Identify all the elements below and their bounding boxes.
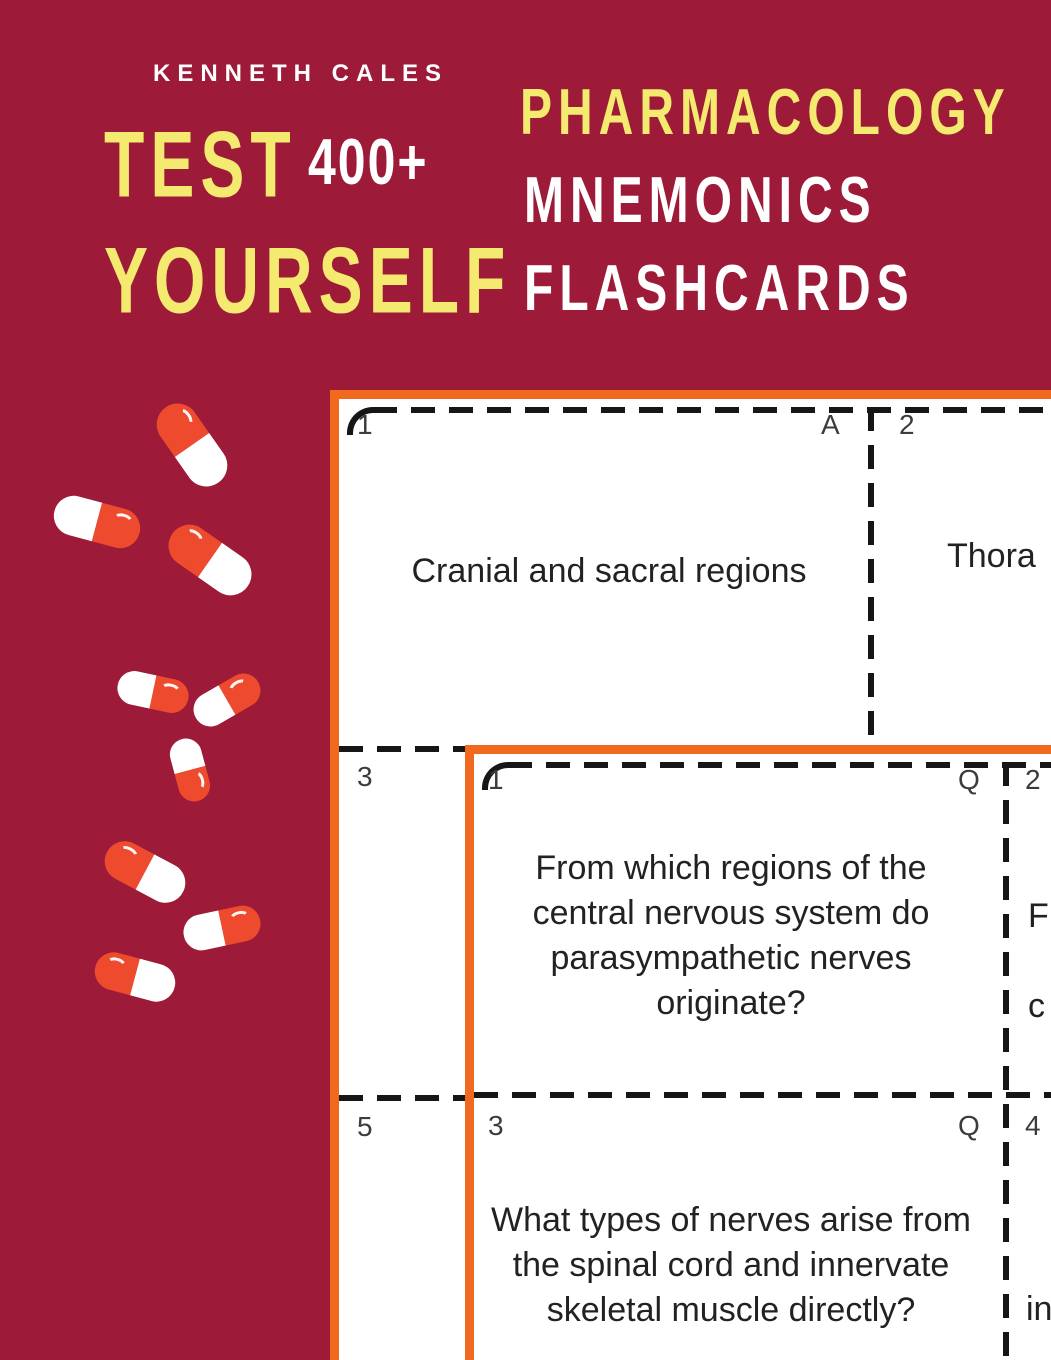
flashcard-question-text: From which regions of the central nervou… <box>532 849 930 1022</box>
subtitle-pharmacology: PHARMACOLOGY <box>520 77 1011 149</box>
flashcard-answer-text: Cranial and sacral regions <box>411 552 807 590</box>
pill-red-half <box>218 902 264 946</box>
card-number: 4 <box>1025 1110 1041 1141</box>
partial-line: c <box>1028 987 1045 1025</box>
count-badge: 400+ <box>308 125 429 199</box>
cut-line-horizontal <box>373 407 1051 413</box>
pill-icon <box>49 491 145 553</box>
author-name: KENNETH CALES <box>153 60 449 87</box>
card-number: 3 <box>488 1110 504 1141</box>
cut-corner-mark <box>482 762 510 790</box>
pill-icon <box>90 948 180 1006</box>
flashcard-question-text: What types of nerves arise from the spin… <box>491 1201 971 1329</box>
card-number: 1 <box>488 764 504 795</box>
card-number: 5 <box>357 1111 373 1142</box>
pill-icon <box>114 667 192 717</box>
pill-icon <box>180 902 264 954</box>
title-test: TEST <box>104 111 297 217</box>
cut-line-vertical <box>868 407 874 747</box>
card-side-letter: Q <box>958 1110 980 1141</box>
pill-icon <box>148 395 236 495</box>
card-number: 2 <box>899 409 915 440</box>
partial-line: F <box>1028 897 1049 935</box>
pill-red-half <box>174 765 214 806</box>
pill-icon <box>166 734 214 806</box>
cut-line-horizontal <box>474 1092 1051 1098</box>
pill-icon <box>187 667 267 733</box>
card-number: 3 <box>357 761 373 792</box>
cut-line-horizontal <box>508 762 1051 768</box>
card-side-letter: A <box>821 409 840 440</box>
flashcard-text-partial: F c <box>1028 849 1049 1074</box>
flashcard-sheet-front: 1 Q 2 3 Q 4 From which regions of the ce… <box>465 745 1051 1360</box>
pill-red-half <box>91 502 145 553</box>
partial-line: in <box>1026 1290 1051 1328</box>
card-number: 1 <box>357 409 373 440</box>
subtitle-mnemonics: MNEMONICS <box>524 165 877 237</box>
card-number: 2 <box>1025 764 1041 795</box>
pill-icon <box>97 834 193 910</box>
cut-line-vertical <box>1003 762 1009 1360</box>
pill-white-half <box>130 958 180 1006</box>
cut-corner-mark <box>347 407 375 435</box>
title-yourself: YOURSELF <box>104 227 512 333</box>
subtitle-flashcards: FLASHCARDS <box>524 253 915 325</box>
pill-red-half <box>149 675 192 717</box>
flashcard-text-partial: in tra <box>1026 1242 1051 1360</box>
card-side-letter: Q <box>958 764 980 795</box>
pill-icon <box>160 516 260 604</box>
flashcard-text-partial: Thora <box>947 537 1036 575</box>
